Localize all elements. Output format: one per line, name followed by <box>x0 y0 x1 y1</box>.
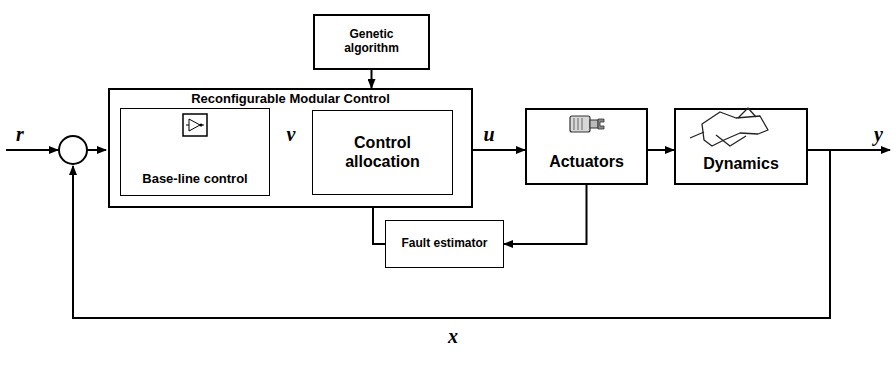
box-label: Actuators <box>543 153 630 171</box>
signal-name: y <box>872 124 885 144</box>
box-label: Dynamics <box>697 155 785 173</box>
actuator-icon <box>570 116 604 132</box>
signal-arrow <box>504 185 587 244</box>
box-label: Control allocation <box>313 134 452 171</box>
box-label: Fault estimator <box>395 237 493 251</box>
signal-arrow <box>371 70 373 88</box>
signal-name: u <box>481 124 496 144</box>
process-box: Fault estimator <box>385 220 504 268</box>
signal-arrow <box>648 149 674 151</box>
signal-name: r <box>14 124 26 144</box>
controller-icon <box>183 114 207 136</box>
process-box: Base-line control <box>120 108 270 196</box>
reference-line <box>6 149 58 151</box>
signal-name: x <box>446 326 460 346</box>
aircraft-icon <box>690 108 768 146</box>
process-box: Dynamics <box>674 108 808 185</box>
module-group-box: Reconfigurable Modular ControlBase-line … <box>108 88 473 208</box>
signal-name: v <box>285 124 298 144</box>
group-title: Reconfigurable Modular Control <box>185 92 396 107</box>
output-line <box>808 149 890 151</box>
summing-junction <box>59 136 87 164</box>
box-label: Genetic algorithm <box>315 28 428 56</box>
process-box: Control allocation <box>312 110 453 195</box>
process-box: Actuators <box>525 108 648 185</box>
process-box: Genetic algorithm <box>313 14 430 70</box>
error-line <box>87 149 106 151</box>
box-label: Base-line control <box>136 172 253 187</box>
